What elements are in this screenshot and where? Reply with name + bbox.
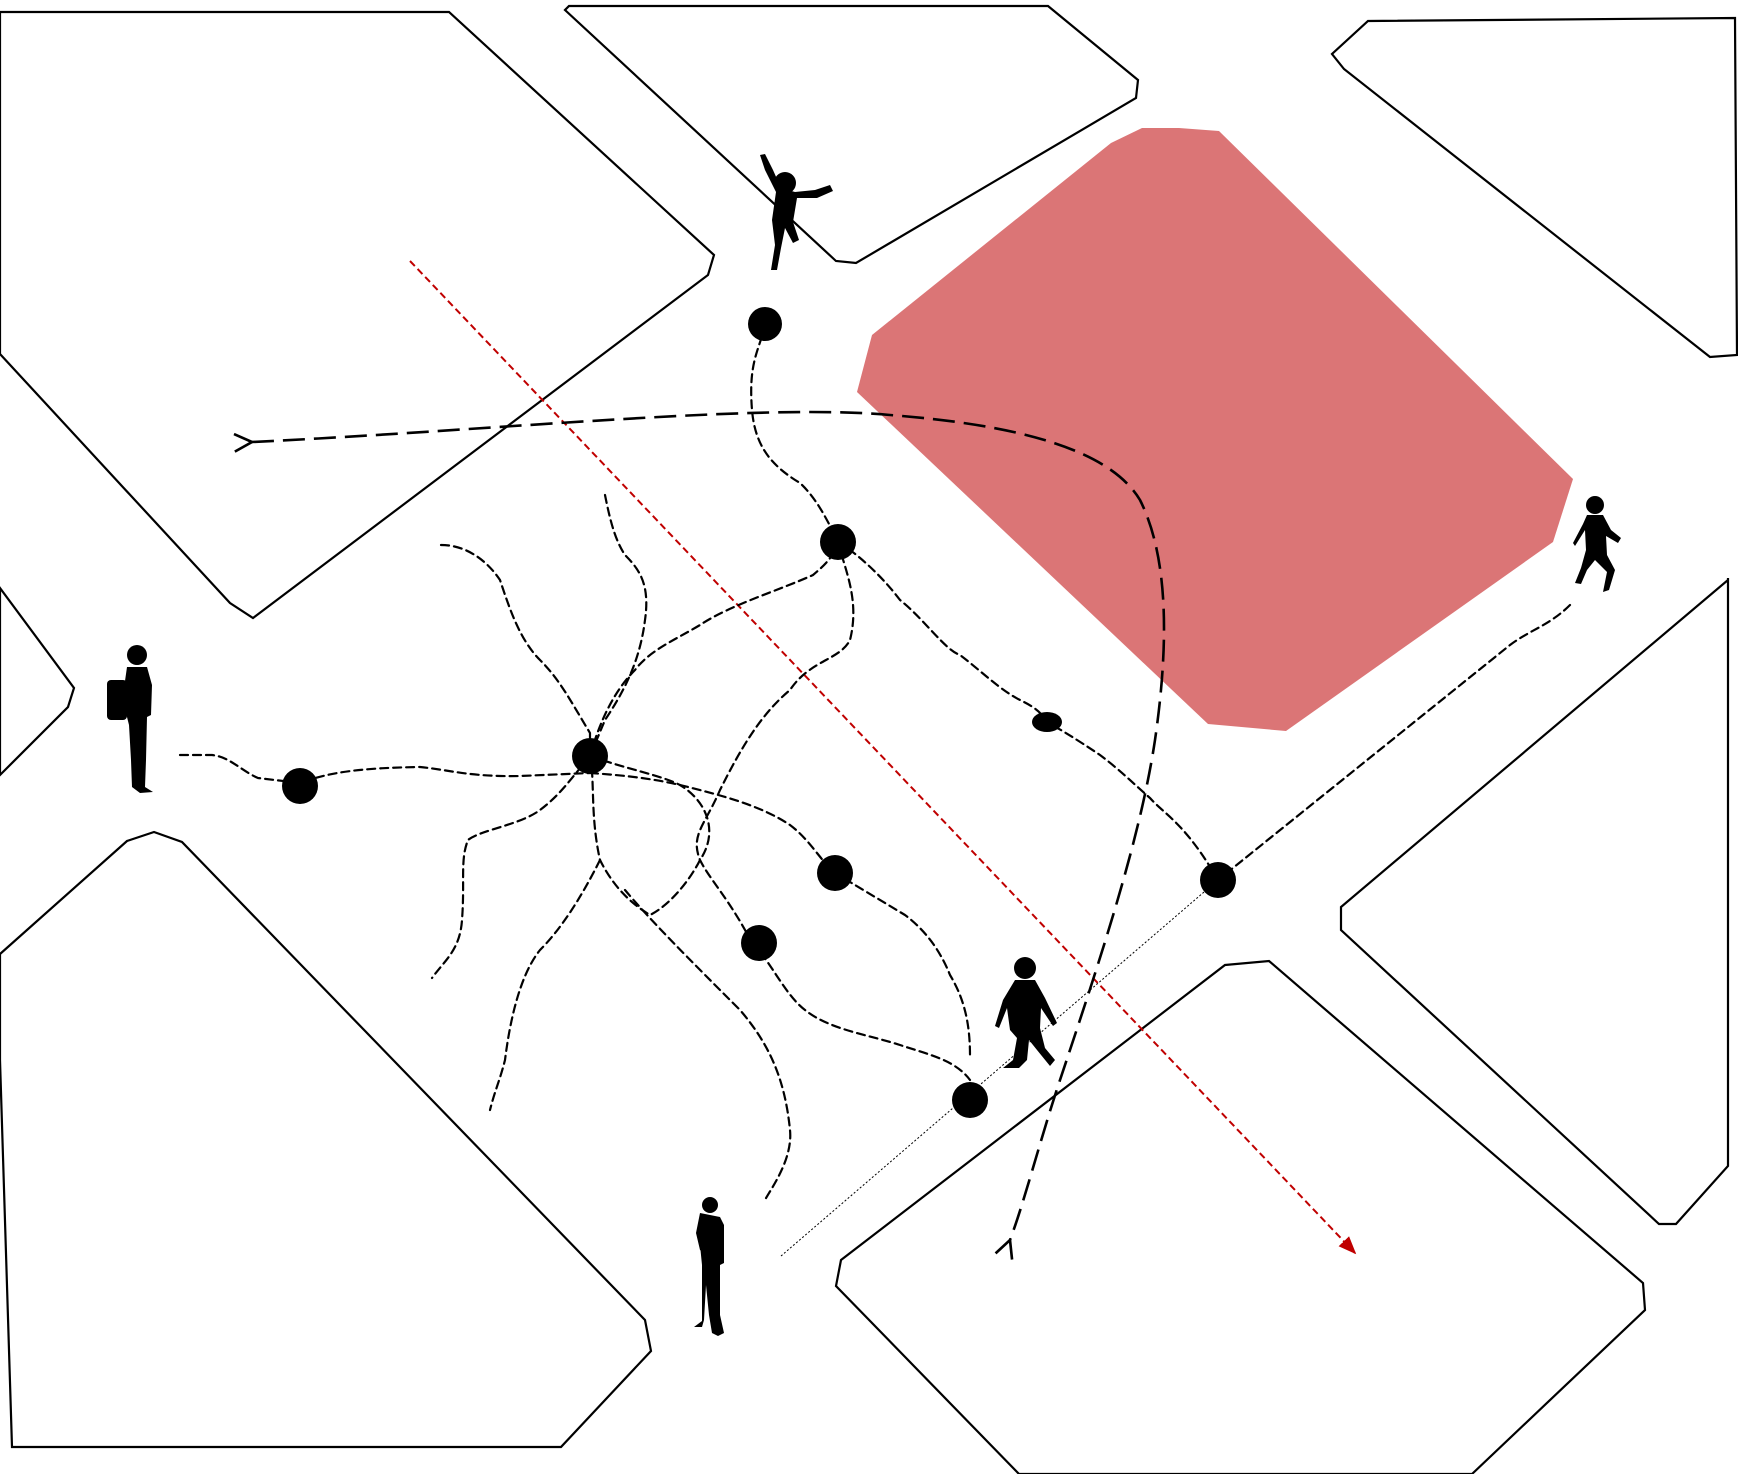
path-center-to-right (836, 540, 1220, 882)
path-top-down (750, 322, 840, 544)
backpacker-icon (107, 645, 153, 793)
block-bottom-right (834, 959, 1647, 1474)
block-left-small (0, 586, 76, 777)
node-oval (1032, 712, 1062, 732)
city-blocks (0, 4, 1738, 1474)
block-top-left (0, 10, 716, 620)
path-left-to-hub (178, 753, 592, 785)
node-left (282, 768, 318, 804)
path-node2-down (695, 540, 855, 945)
path-hub-up (588, 493, 648, 758)
path-to-standing-man (623, 888, 792, 1202)
path-jogger (1216, 603, 1572, 882)
jogger-icon (1573, 496, 1621, 592)
node-lower (741, 925, 777, 961)
path-hub-to-node2 (588, 540, 840, 758)
node-middle (817, 855, 853, 891)
running-child-icon (760, 154, 833, 270)
block-bottom-left (0, 830, 653, 1449)
node-right (1200, 862, 1236, 898)
block-right-middle (1339, 578, 1730, 1226)
block-top-center (563, 4, 1140, 265)
node-top (748, 307, 782, 341)
sweep-path (252, 410, 1166, 1240)
node-upper-center (820, 524, 856, 560)
path-hub-down (588, 754, 711, 917)
block-highlighted (857, 128, 1573, 731)
path-hub-down-long (488, 858, 602, 1112)
node-walker (952, 1082, 988, 1118)
block-top-right (1330, 16, 1738, 359)
dotted-diagonal-path (780, 879, 1219, 1257)
junction-nodes (282, 307, 1236, 1118)
path-hub-upleft (439, 543, 592, 758)
walking-child-icon (995, 957, 1057, 1068)
node-hub (572, 738, 608, 774)
path-node-to-walker (750, 941, 972, 1082)
standing-man-icon (694, 1197, 724, 1336)
path-hub-downleft (430, 754, 592, 980)
